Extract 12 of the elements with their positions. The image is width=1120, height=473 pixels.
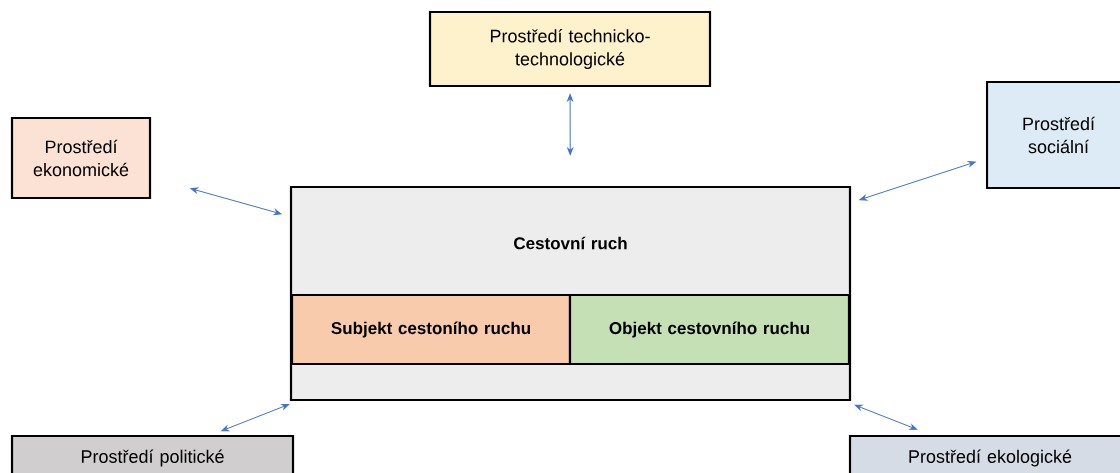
process-box: Prostředí technicko-technologické: [428, 10, 712, 88]
arrow: [221, 404, 290, 432]
process-box: Prostředí politické: [10, 434, 295, 473]
arrow: [859, 161, 976, 201]
process-box: Objekt cestovního ruchu: [568, 293, 851, 366]
arrow: [190, 187, 282, 215]
process-box: Subjekt cestoního ruchu: [290, 293, 572, 366]
arrow: [567, 94, 574, 155]
process-box: Prostředí ekonomické: [10, 116, 152, 200]
process-box: Prostředí ekologické: [848, 434, 1120, 473]
arrow: [854, 404, 918, 430]
process-box: Prostředí sociální: [985, 80, 1120, 190]
